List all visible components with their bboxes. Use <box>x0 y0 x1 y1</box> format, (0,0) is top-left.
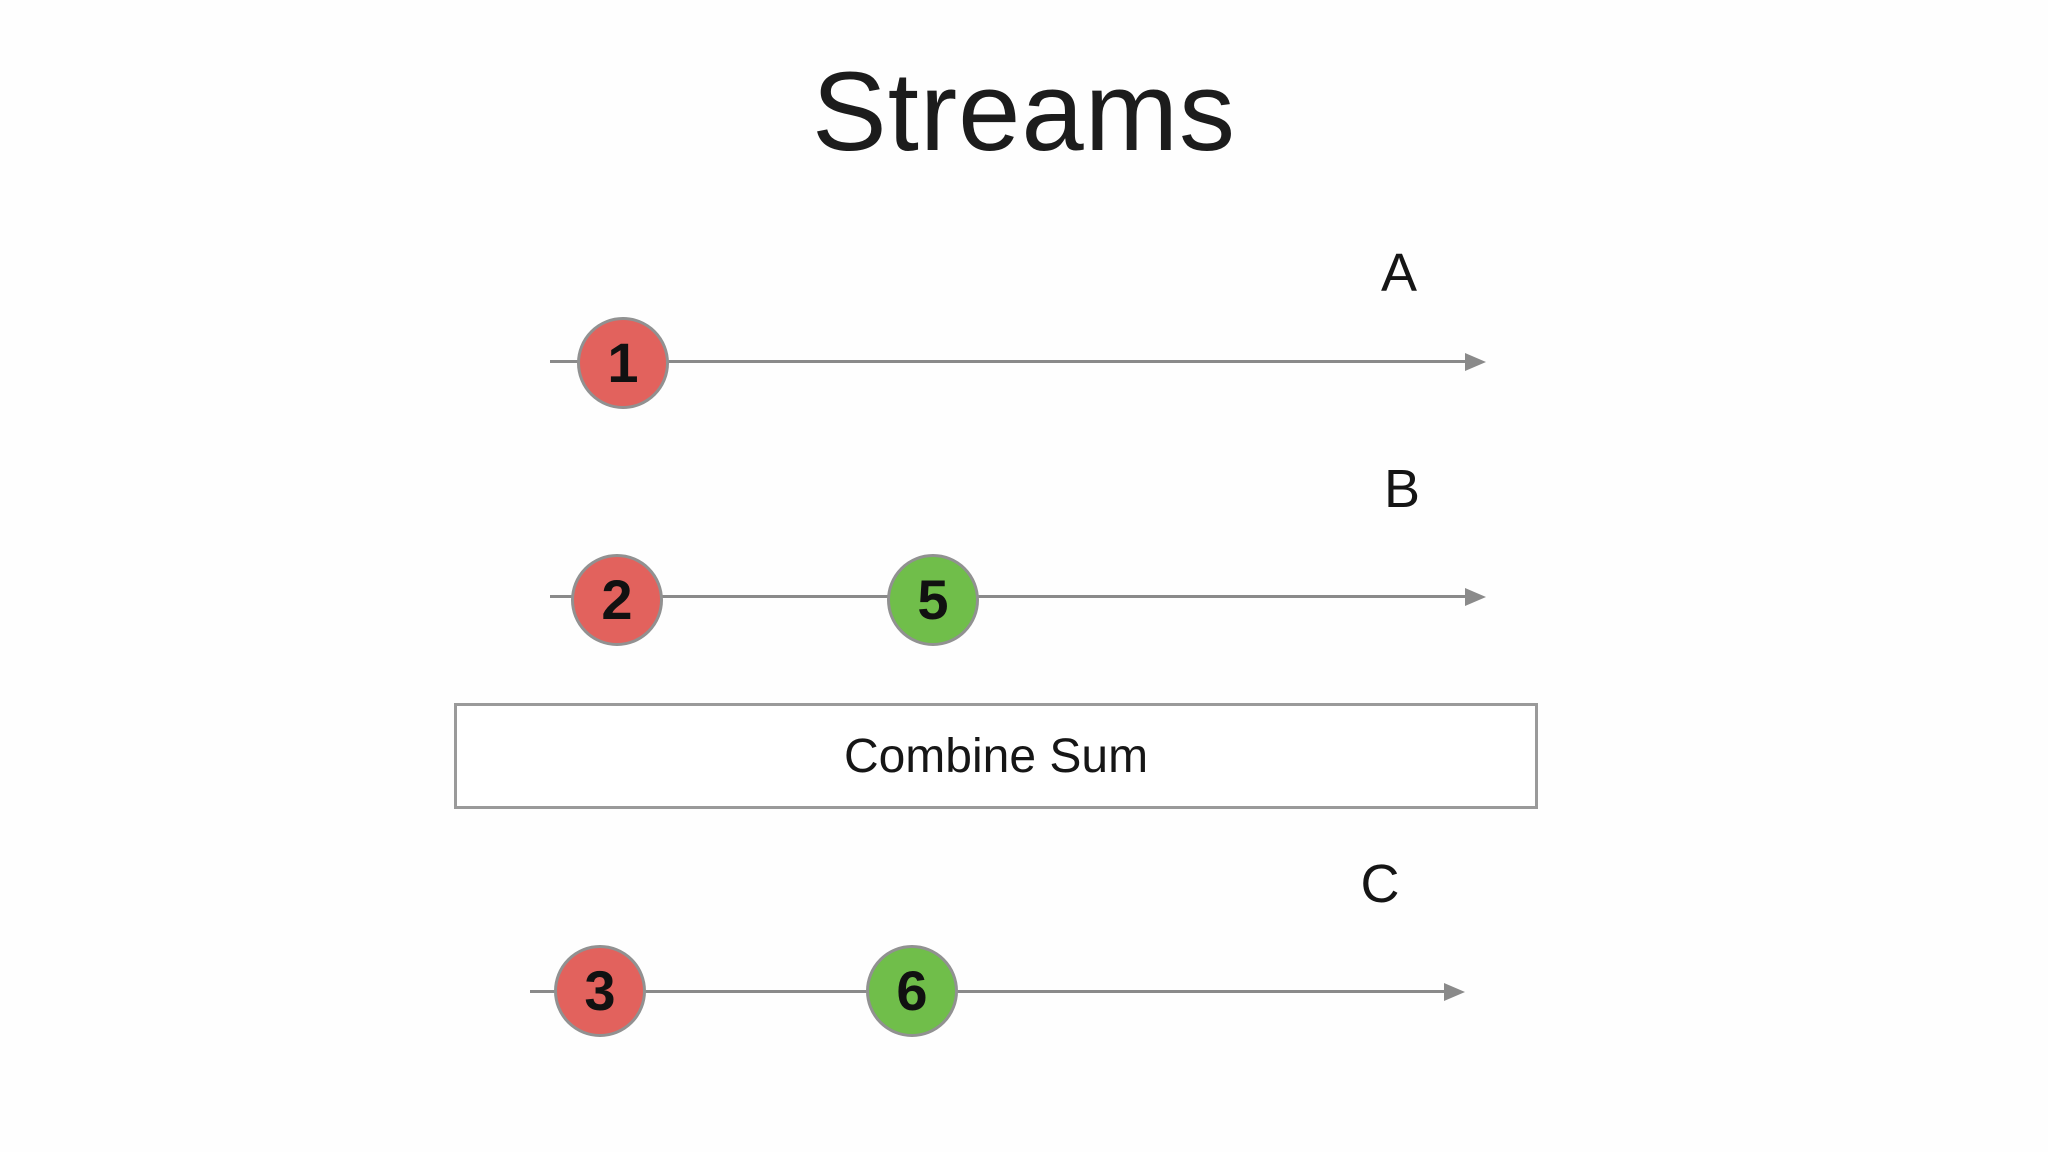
marble-value: 2 <box>601 568 633 631</box>
stream-c-label: C <box>1360 854 1400 914</box>
stream-b-marble-5: 5 <box>887 554 979 646</box>
stream-a-label: A <box>1380 243 1418 303</box>
stream-b-timeline <box>550 595 1465 598</box>
marble-value: 6 <box>896 959 928 1022</box>
stream-a-arrowhead-icon <box>1465 353 1486 371</box>
marble-value: 1 <box>607 331 639 394</box>
stream-c-marble-6: 6 <box>866 945 958 1037</box>
stream-a-timeline <box>550 360 1465 363</box>
stream-c-marble-3: 3 <box>554 945 646 1037</box>
stream-c-timeline <box>530 990 1444 993</box>
stream-a-marble-1: 1 <box>577 317 669 409</box>
stream-b-marble-2: 2 <box>571 554 663 646</box>
marble-value: 3 <box>584 959 616 1022</box>
page-title: Streams <box>812 49 1236 174</box>
marble-value: 5 <box>917 568 949 631</box>
stream-b-arrowhead-icon <box>1465 588 1486 606</box>
combine-sum-label: Combine Sum <box>843 729 1149 783</box>
stream-b-label: B <box>1383 459 1421 519</box>
stream-c-arrowhead-icon <box>1444 983 1465 1001</box>
combine-sum-operator-box: Combine Sum <box>454 703 1538 809</box>
